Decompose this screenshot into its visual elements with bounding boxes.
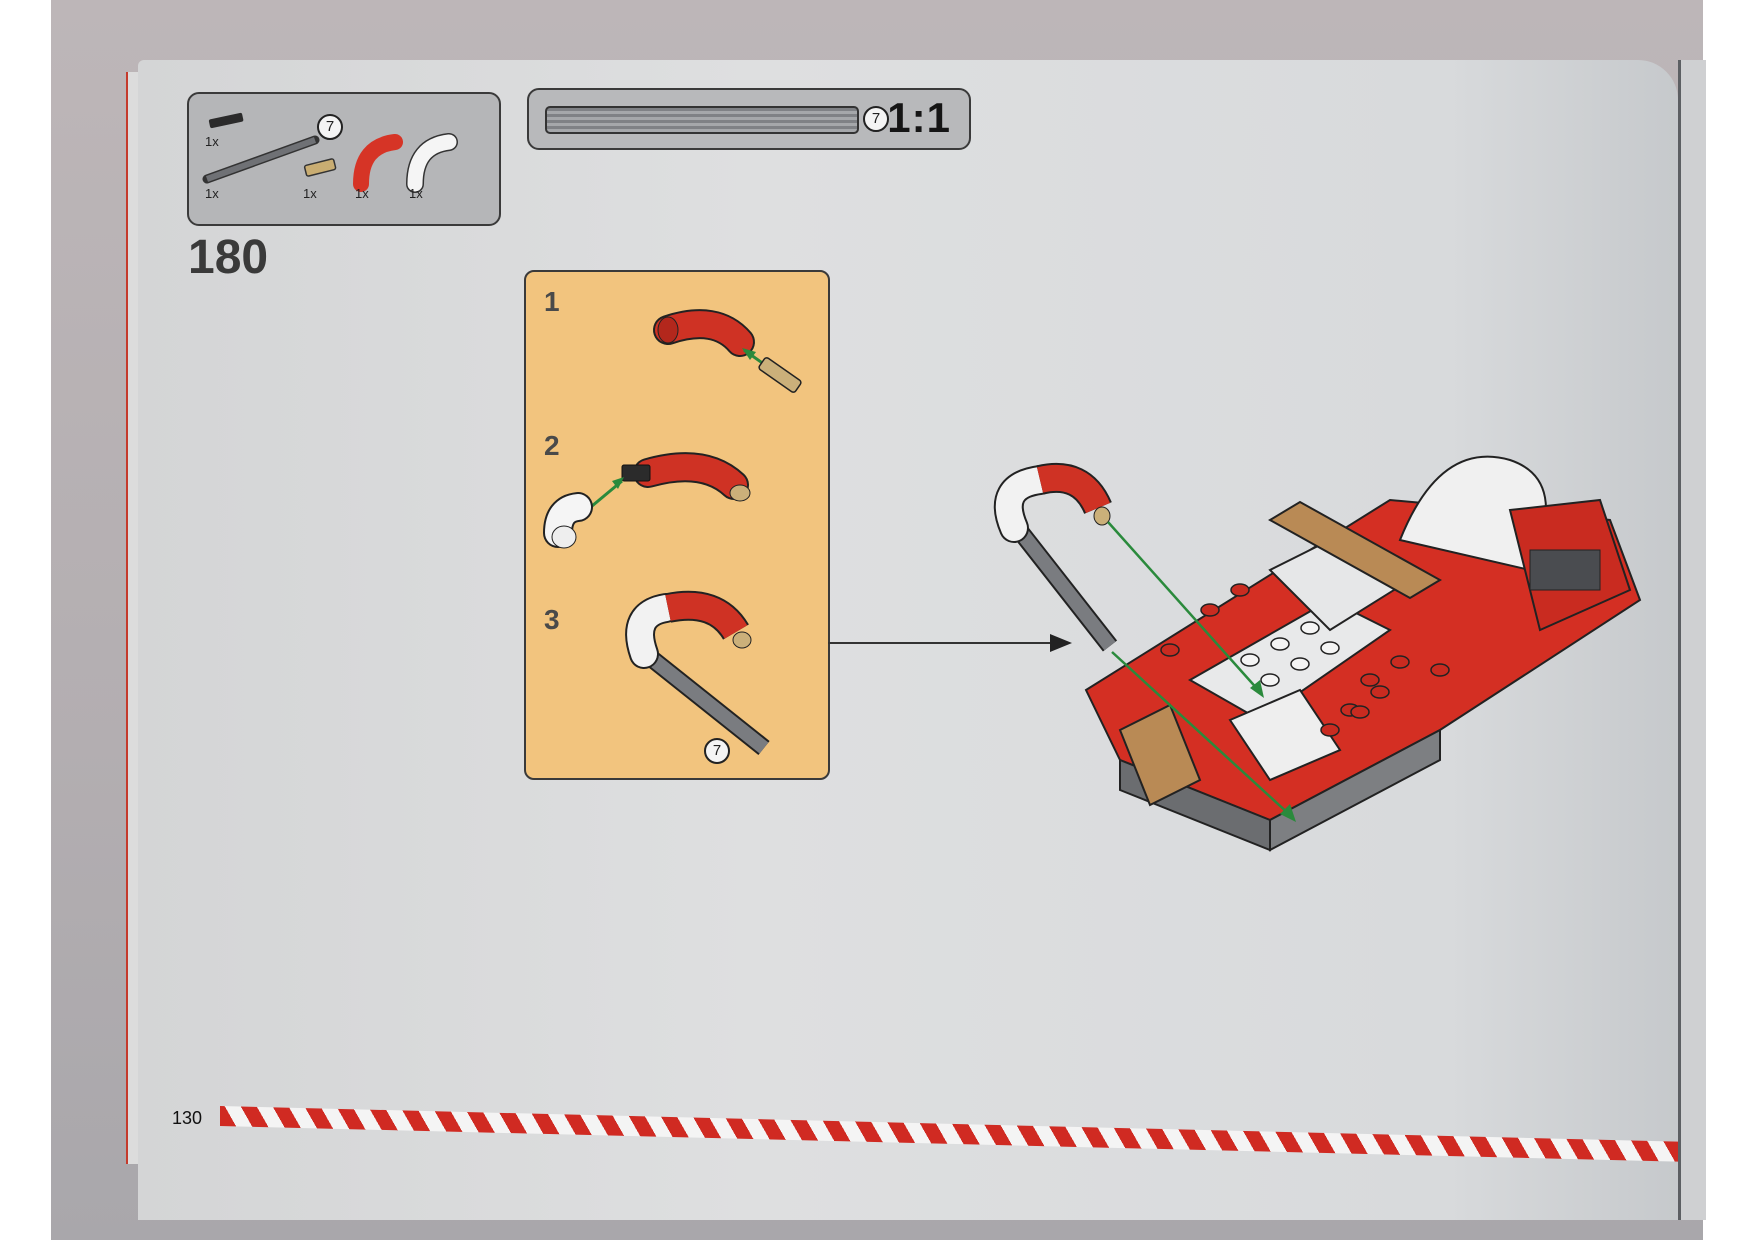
part-qty-white-tube: 1x bbox=[409, 186, 423, 201]
part-qty-axle: 1x bbox=[205, 186, 219, 201]
part-qty-pin: 1x bbox=[303, 186, 317, 201]
axle-pin-icon bbox=[303, 158, 337, 177]
sub-step-2-number: 2 bbox=[544, 430, 560, 461]
axle-length-badge: 7 bbox=[317, 114, 343, 140]
step-number: 180 bbox=[188, 231, 269, 284]
callout-pointer-arrowhead bbox=[1050, 634, 1072, 652]
main-model-illustration bbox=[993, 455, 1642, 852]
red-curved-tube-icon bbox=[353, 134, 403, 192]
part-qty-connector: 1x bbox=[205, 134, 219, 149]
white-curved-tube-icon bbox=[406, 133, 458, 193]
sub-step-1-number: 1 bbox=[544, 286, 560, 317]
sub-step-1-illustration bbox=[653, 309, 802, 393]
sub-assembly-callout: 1 2 3 bbox=[524, 270, 830, 780]
instruction-page: 1x 7 1x 1x 1x 1x 7 1:1 180 1 bbox=[138, 60, 1678, 1220]
sub-step-3-number: 3 bbox=[544, 604, 560, 635]
axle-connector-icon bbox=[208, 112, 244, 129]
axle-7-icon bbox=[202, 135, 320, 184]
sub-step-3-illustration bbox=[625, 590, 770, 756]
next-page-edge bbox=[1678, 60, 1706, 1220]
axle-scale-drawing bbox=[545, 106, 859, 134]
scale-length-badge: 7 bbox=[863, 106, 889, 132]
sub-step-2-illustration bbox=[543, 452, 751, 549]
scale-label: 1:1 bbox=[887, 94, 951, 141]
parts-list-box: 1x 7 1x 1x 1x 1x bbox=[187, 92, 501, 226]
sub-step-3-length-badge: 7 bbox=[704, 738, 730, 764]
footer-hazard-stripe bbox=[220, 1106, 1678, 1162]
page-number: 130 bbox=[172, 1108, 203, 1128]
part-qty-red-tube: 1x bbox=[355, 186, 369, 201]
scale-reference-box: 7 1:1 bbox=[527, 88, 971, 150]
callout-pointer-line bbox=[828, 642, 1056, 644]
